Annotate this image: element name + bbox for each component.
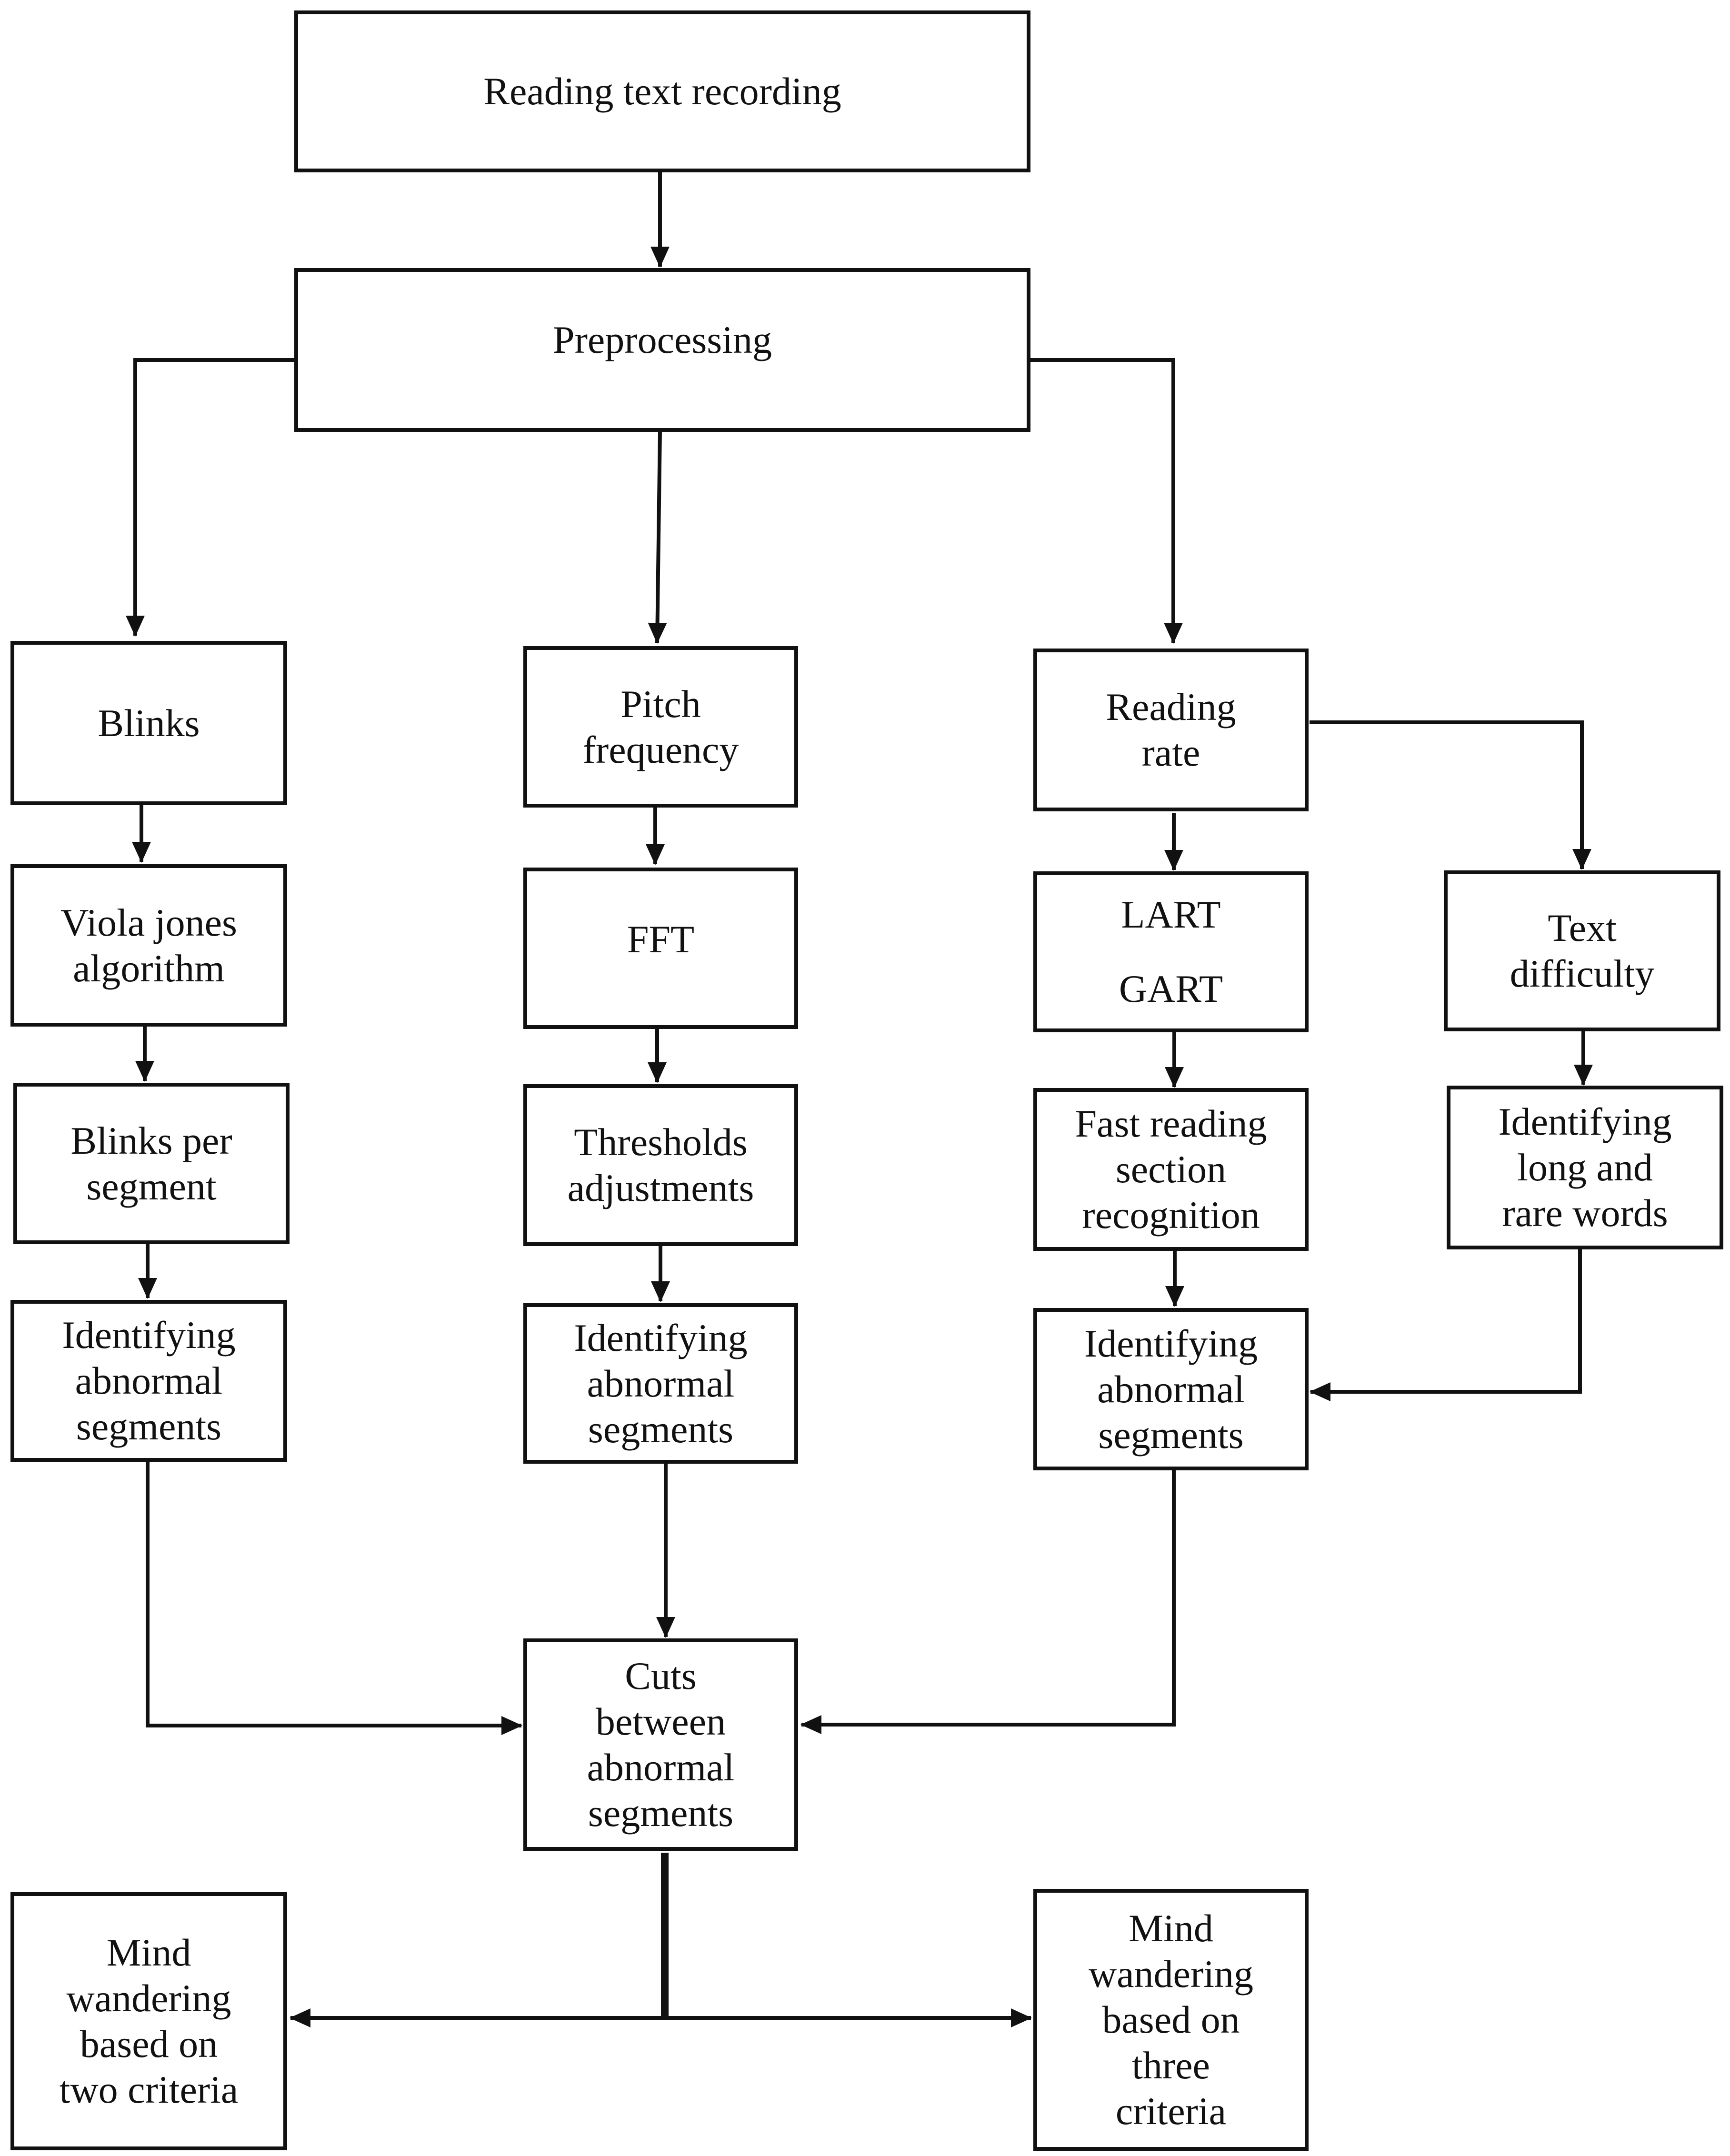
node-line: Reading: [1106, 685, 1236, 729]
node-line: abnormal: [1097, 1367, 1245, 1411]
node-line: Cuts: [625, 1654, 697, 1697]
node-line: Identifying: [1498, 1100, 1672, 1143]
node-line: two criteria: [59, 2068, 239, 2111]
node-line: difficulty: [1510, 952, 1655, 995]
node-line: algorithm: [73, 946, 225, 990]
node-line: based on: [80, 2022, 218, 2066]
node-line: abnormal: [587, 1746, 735, 1789]
arrow-abnormal-blinks-to-cuts: [146, 1461, 522, 1735]
node-line: segments: [588, 1407, 734, 1451]
node-cuts-between-abnormal-segments: Cuts between abnormal segments: [523, 1638, 798, 1851]
node-line: abnormal: [75, 1359, 223, 1402]
node-line: Reading text recording: [483, 70, 841, 113]
node-line: abnormal: [587, 1361, 735, 1405]
node-line: Fast reading: [1075, 1102, 1267, 1145]
node-preprocessing: Preprocessing: [294, 268, 1030, 432]
node-line: GART: [1119, 967, 1223, 1010]
node-line: three: [1132, 2044, 1210, 2087]
node-line: Pitch: [620, 682, 701, 726]
node-line: criteria: [1115, 2089, 1227, 2133]
arrow-preprocessing-to-reading-rate: [1029, 358, 1183, 644]
arrow-abnormal-rate-to-cuts: [800, 1469, 1176, 1734]
node-fft: FFT: [523, 868, 798, 1029]
node-line: adjustments: [567, 1166, 754, 1209]
arrow-preprocessing-to-pitch: [648, 431, 667, 644]
node-line: Identifying: [1084, 1321, 1258, 1365]
node-viola-jones-algorithm: Viola jones algorithm: [10, 864, 287, 1027]
node-blinks-per-segment: Blinks per segment: [13, 1083, 290, 1244]
node-line: between: [595, 1700, 726, 1743]
node-line: LART: [1121, 893, 1221, 936]
node-line: Identifying: [574, 1316, 748, 1359]
node-line: rate: [1141, 731, 1200, 774]
node-line: Preprocessing: [552, 318, 772, 361]
node-line: long and: [1517, 1146, 1653, 1189]
node-line: based on: [1102, 1998, 1240, 2041]
node-abnormal-segments-pitch: Identifying abnormal segments: [523, 1303, 798, 1464]
node-line: Mind: [1129, 1906, 1213, 1950]
node-line: segments: [588, 1791, 734, 1835]
node-lart-gart: LART GART: [1033, 871, 1309, 1032]
node-line: Blinks per: [70, 1118, 232, 1162]
node-text-difficulty: Text difficulty: [1444, 870, 1720, 1031]
node-mind-wandering-three-criteria: Mind wandering based on three criteria: [1033, 1889, 1309, 2151]
node-thresholds-adjustments: Thresholds adjustments: [523, 1084, 798, 1246]
node-line: segments: [1098, 1413, 1244, 1457]
arrow-reading-rate-to-text-difficulty: [1310, 720, 1591, 870]
node-abnormal-segments-rate: Identifying abnormal segments: [1033, 1308, 1309, 1470]
node-line: Blinks: [98, 701, 200, 745]
node-line: section: [1115, 1148, 1227, 1191]
node-reading-text-recording: Reading text recording: [294, 10, 1030, 172]
node-line: wandering: [66, 1976, 231, 2020]
arrow-long-rare-to-abnormal-rate: [1310, 1248, 1582, 1401]
node-line: Thresholds: [574, 1120, 748, 1164]
arrow-preprocessing-to-blinks: [126, 358, 295, 637]
node-abnormal-segments-blinks: Identifying abnormal segments: [10, 1300, 287, 1462]
node-line: FFT: [627, 918, 695, 961]
node-line: Text: [1548, 906, 1617, 949]
node-pitch-frequency: Pitch frequency: [523, 646, 798, 808]
node-line: frequency: [582, 728, 739, 771]
node-line: Mind: [106, 1931, 191, 1974]
node-blinks: Blinks: [10, 641, 287, 805]
node-reading-rate: Reading rate: [1033, 649, 1309, 811]
node-line: wandering: [1088, 1952, 1254, 1996]
node-line: Identifying: [62, 1313, 236, 1357]
node-identifying-long-rare-words: Identifying long and rare words: [1447, 1086, 1723, 1249]
node-line: rare words: [1502, 1191, 1668, 1235]
node-mind-wandering-two-criteria: Mind wandering based on two criteria: [10, 1892, 287, 2150]
node-line: segment: [86, 1164, 217, 1208]
node-line: Viola jones: [60, 900, 237, 944]
node-line: recognition: [1082, 1193, 1260, 1237]
node-line: segments: [76, 1405, 222, 1448]
node-fast-reading-section-recognition: Fast reading section recognition: [1033, 1088, 1309, 1251]
